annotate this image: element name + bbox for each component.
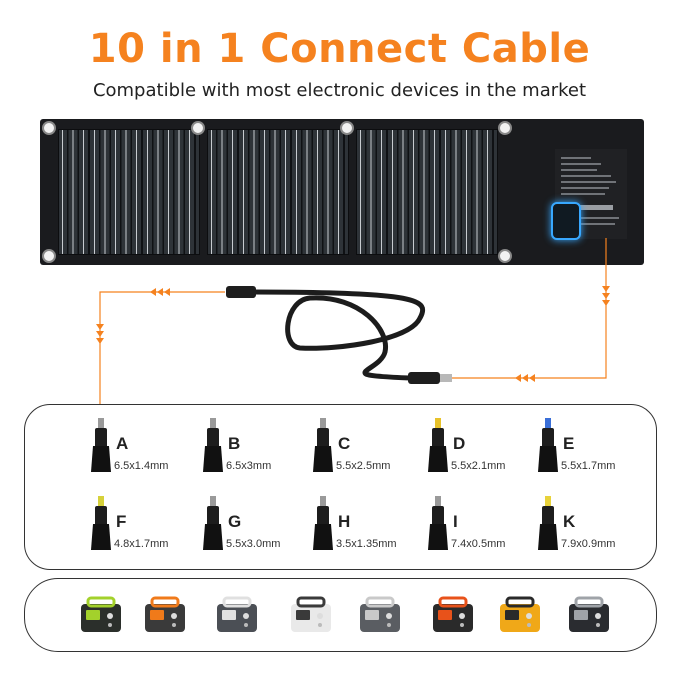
connector-letter: F [116,512,127,531]
guide-arrows-icon [96,286,610,382]
connector-size: 6.5x1.4mm [114,460,169,472]
usb-port-highlight [551,202,581,240]
power-station-dark-gray-icon [360,596,400,632]
guide-lines [99,238,607,404]
connector-letter: E [563,434,575,453]
connector-size: 6.5x3mm [226,460,272,472]
grommet-bottom-left [42,249,56,263]
dc-connector-k-icon [538,496,558,550]
power-station-green-icon [81,596,121,632]
grommet-top-right-a [340,121,354,135]
dc-connector-f-icon [91,496,111,550]
connector-size: 7.4x0.5mm [451,538,506,550]
dc-connector-a-icon [91,418,111,472]
connector-size: 5.5x2.5mm [336,460,391,472]
dc-connector-g-icon [203,496,223,550]
grommet-top-right-b [498,121,512,135]
connector-letter: D [453,434,466,453]
connector-size: 4.8x1.7mm [114,538,169,550]
connector-size: 5.5x2.1mm [451,460,506,472]
dc-connector-d-icon [428,418,448,472]
page-subtitle: Compatible with most electronic devices … [92,80,587,101]
grommet-top-center [191,121,205,135]
dc-connector-e-icon [538,418,558,472]
connector-letter: A [116,434,129,453]
solar-cell-array-3 [356,129,498,255]
grommet-top-left [42,121,56,135]
power-station-black-icon [569,596,609,632]
connector-size: 5.5x1.7mm [561,460,616,472]
connector-letter: B [228,434,241,453]
solar-panel [40,119,644,265]
dc-connector-c-icon [313,418,333,472]
power-station-orange-icon [433,596,473,632]
connector-size: 3.5x1.35mm [336,538,397,550]
dc-connector-i-icon [428,496,448,550]
connector-size: 7.9x0.9mm [561,538,616,550]
compatible-devices-panel [24,578,657,652]
power-station-white-icon [291,596,331,632]
connector-letter: H [338,512,351,531]
connector-letter: I [453,512,458,531]
grommet-bottom-right [498,249,512,263]
power-station-yellow-icon [500,596,540,632]
power-station-gray-icon [217,596,257,632]
connector-size: 5.5x3.0mm [226,538,281,550]
solar-cell-array-2 [207,129,349,255]
connector-letter: K [563,512,576,531]
page-title: 10 in 1 Connect Cable [88,26,591,72]
dc-connector-b-icon [203,418,223,472]
connector-letter: C [338,434,351,453]
connector-letter: G [228,512,242,531]
dc-connector-h-icon [313,496,333,550]
solar-cell-array-1 [58,129,200,255]
dc-cable-icon [226,286,452,384]
power-station-orange-handle-icon [145,596,185,632]
